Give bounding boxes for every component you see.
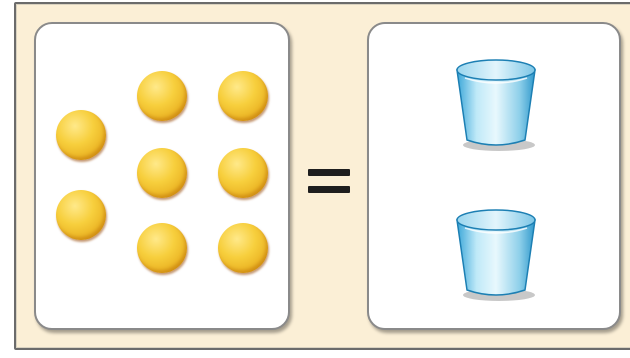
counters-panel [34,22,290,330]
cup-icon [456,59,536,151]
equals-bar [308,186,350,193]
equals-sign [308,167,350,197]
equals-bar [308,169,350,176]
problem-card [14,2,630,350]
counter [218,223,268,273]
counter [137,71,187,121]
counter [137,223,187,273]
counter [218,71,268,121]
counter [218,148,268,198]
counter [56,190,106,240]
counter [56,110,106,160]
cups-panel [367,22,621,330]
cup-icon [456,209,536,301]
counter [137,148,187,198]
